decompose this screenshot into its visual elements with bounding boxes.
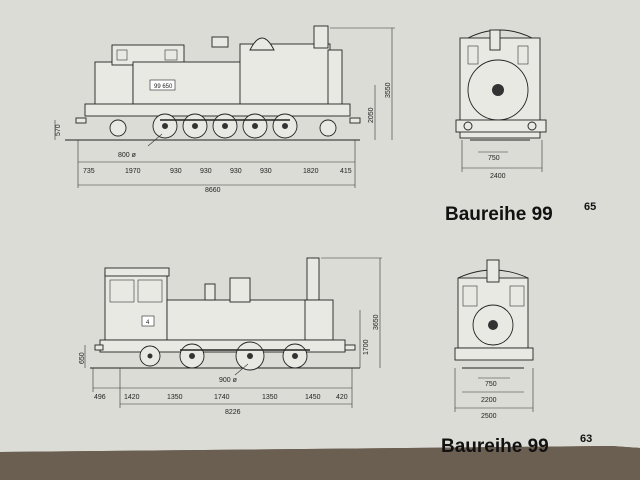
top-wheel-diameter: 800 ø xyxy=(118,152,137,159)
bottom-series-superscript: 63 xyxy=(580,433,592,445)
bottom-total-length: 8226 xyxy=(225,409,241,416)
bottom-length-dim-7: 420 xyxy=(336,394,348,401)
top-total-length: 8660 xyxy=(205,187,221,194)
top-front-width-dim: 2400 xyxy=(490,173,506,180)
top-length-dim-4: 930 xyxy=(200,168,212,175)
bottom-height-dim-2: 1700 xyxy=(363,339,370,355)
bottom-locomotive-side-view xyxy=(84,257,382,408)
bottom-height-dim-1: 650 xyxy=(79,352,86,364)
top-front-gauge-dim: 750 xyxy=(488,155,500,162)
bottom-length-dim-6: 1450 xyxy=(305,394,321,401)
top-number-plate-text: 99 650 xyxy=(154,84,173,90)
bottom-length-dim-1: 496 xyxy=(94,394,106,401)
top-series-title: Baureihe 99 xyxy=(445,204,553,225)
bottom-number-plate-text: 4 xyxy=(146,320,150,326)
number-plate xyxy=(149,79,176,91)
top-length-dim-8: 415 xyxy=(340,168,352,175)
bottom-length-dim-3: 1350 xyxy=(167,394,183,401)
top-locomotive-side-view xyxy=(54,25,395,188)
top-length-dim-2: 1970 xyxy=(125,168,141,175)
top-height-dim-1: 570 xyxy=(55,124,62,136)
bottom-length-dim-2: 1420 xyxy=(124,394,140,401)
top-length-dim-6: 930 xyxy=(260,168,272,175)
top-height-dim-3: 3550 xyxy=(385,82,392,98)
bottom-height-dim-3: 3650 xyxy=(373,314,380,330)
top-length-dim-5: 930 xyxy=(230,168,242,175)
bottom-wheel-diameter: 900 ø xyxy=(219,377,238,384)
bottom-front-gauge-dim: 750 xyxy=(485,381,497,388)
bottom-length-dim-5: 1350 xyxy=(262,394,278,401)
bottom-front-width-dim-2: 2500 xyxy=(481,413,497,420)
bottom-length-dim-4: 1740 xyxy=(214,394,230,401)
top-length-dim-3: 930 xyxy=(170,168,182,175)
top-length-dim-1: 735 xyxy=(83,168,95,175)
top-height-dim-2: 2050 xyxy=(368,107,375,123)
bottom-front-width-dim-1: 2200 xyxy=(481,397,497,404)
bottom-locomotive-front-view xyxy=(454,259,534,412)
top-locomotive-front-view xyxy=(455,29,547,172)
top-length-dim-7: 1820 xyxy=(303,168,319,175)
top-series-superscript: 65 xyxy=(584,201,596,213)
bottom-series-title: Baureihe 99 xyxy=(441,436,549,457)
